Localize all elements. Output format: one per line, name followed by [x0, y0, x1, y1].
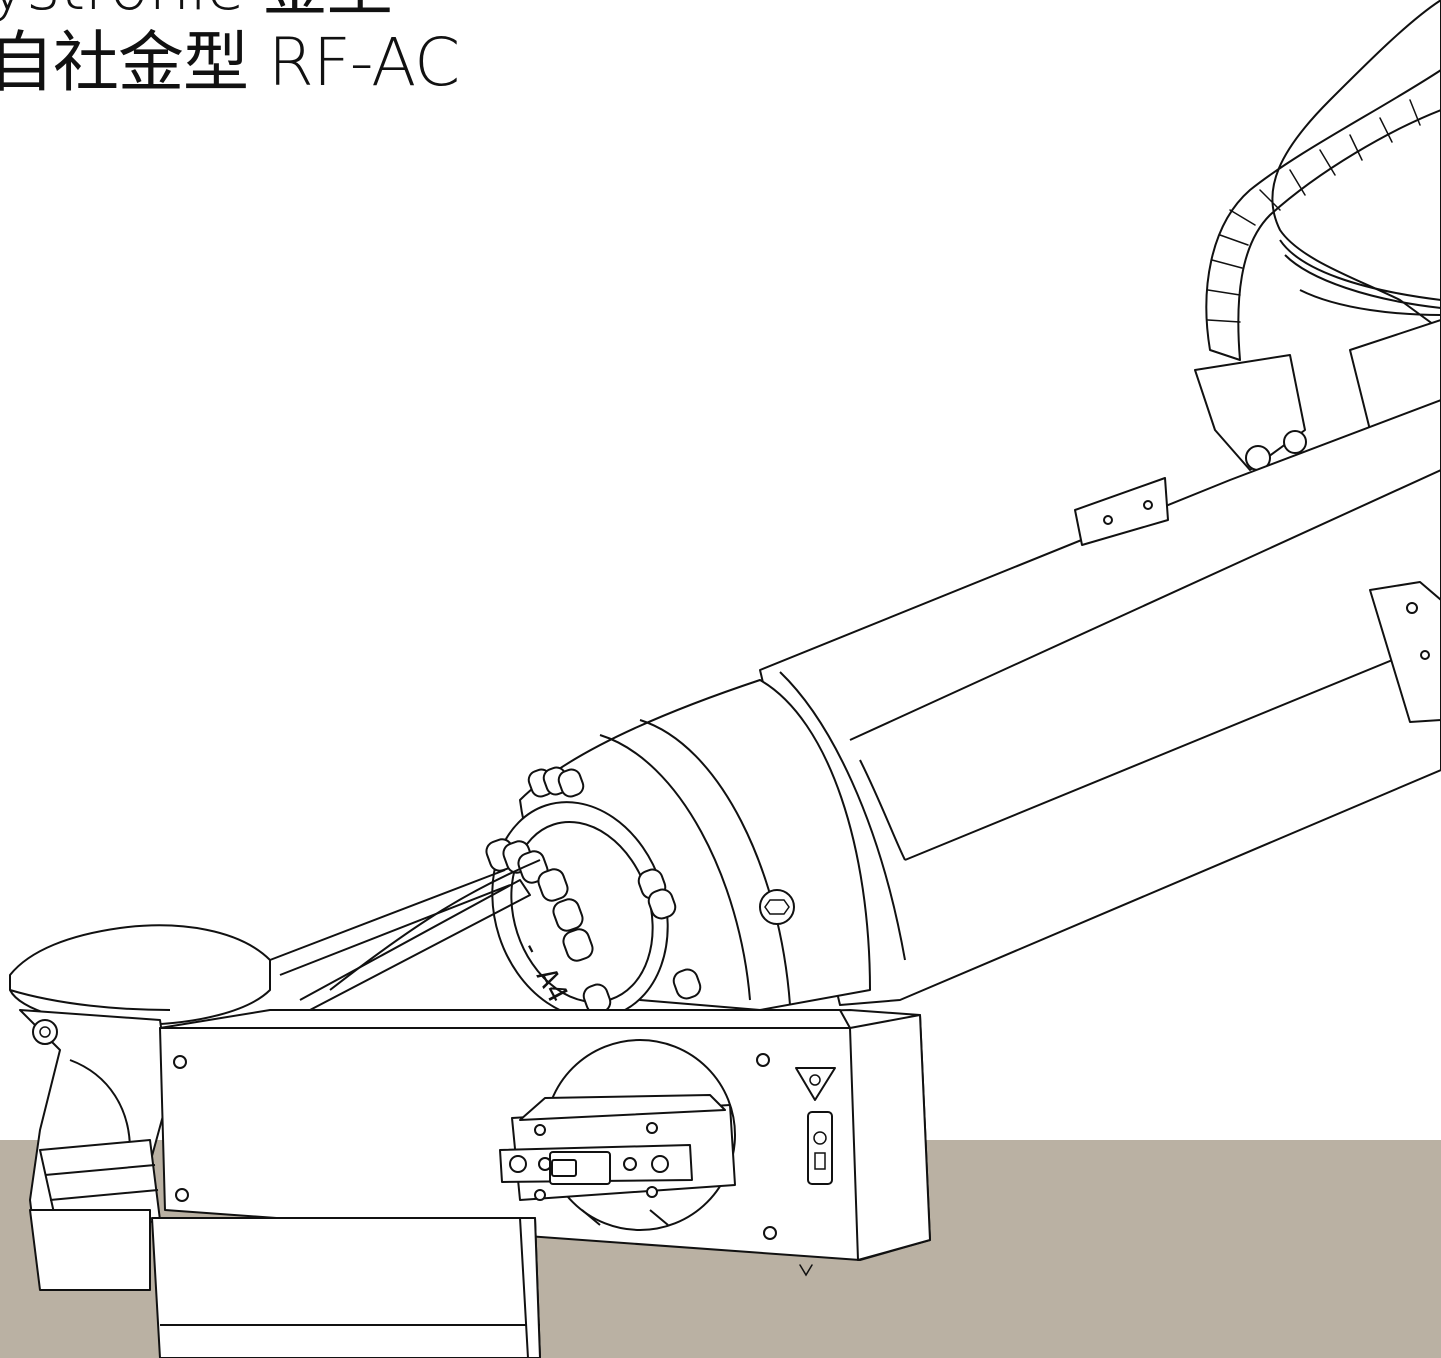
bottom-fastener [799, 1264, 813, 1277]
title-line-2: 自社金型 RF-AC [0, 24, 460, 101]
lower-guard-plate [151, 1217, 541, 1358]
title-block: ystronic 金型 自社金型 RF-AC [0, 0, 460, 101]
gripper-linkage [269, 859, 541, 1011]
hex-socket-bolt-icon [764, 899, 790, 915]
upper-arm-joint [1271, 0, 1441, 331]
bracket-upper [1194, 319, 1441, 471]
title-line-1: ystronic 金型 [0, 0, 459, 20]
forearm-tube [759, 399, 1441, 1006]
gripper-box [159, 1009, 931, 1261]
rocker-switch [807, 1111, 833, 1185]
laser-warning-icon [795, 1067, 836, 1101]
end-effector-head [9, 924, 271, 1291]
cable-hose [1205, 69, 1441, 361]
